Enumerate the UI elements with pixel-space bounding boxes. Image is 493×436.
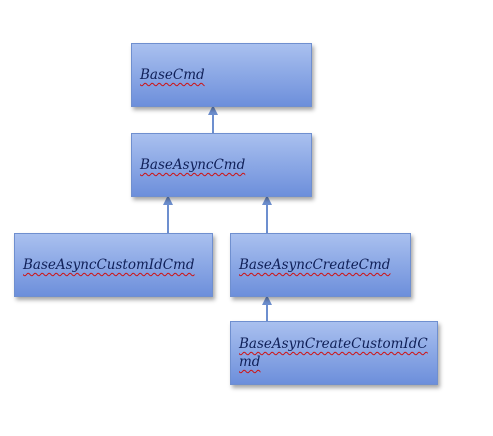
node-baseasynccreatecmd: BaseAsyncCreateCmd — [230, 233, 411, 297]
node-label-baseasyncreatecustomidcmd: BaseAsynCreateCustomIdCmd — [239, 336, 428, 370]
node-label-baseasynccreatecmd: BaseAsyncCreateCmd — [239, 257, 391, 273]
node-baseasyncreatecustomidcmd: BaseAsynCreateCustomIdCmd — [230, 321, 438, 385]
node-label-basecmd: BaseCmd — [140, 67, 205, 83]
node-basecmd: BaseCmd — [131, 43, 312, 107]
node-label-baseasynccmd: BaseAsyncCmd — [140, 157, 246, 173]
node-label-baseasynccustomidcmd: BaseAsyncCustomIdCmd — [23, 257, 195, 273]
node-baseasynccmd: BaseAsyncCmd — [131, 133, 312, 197]
node-baseasynccustomidcmd: BaseAsyncCustomIdCmd — [14, 233, 213, 297]
